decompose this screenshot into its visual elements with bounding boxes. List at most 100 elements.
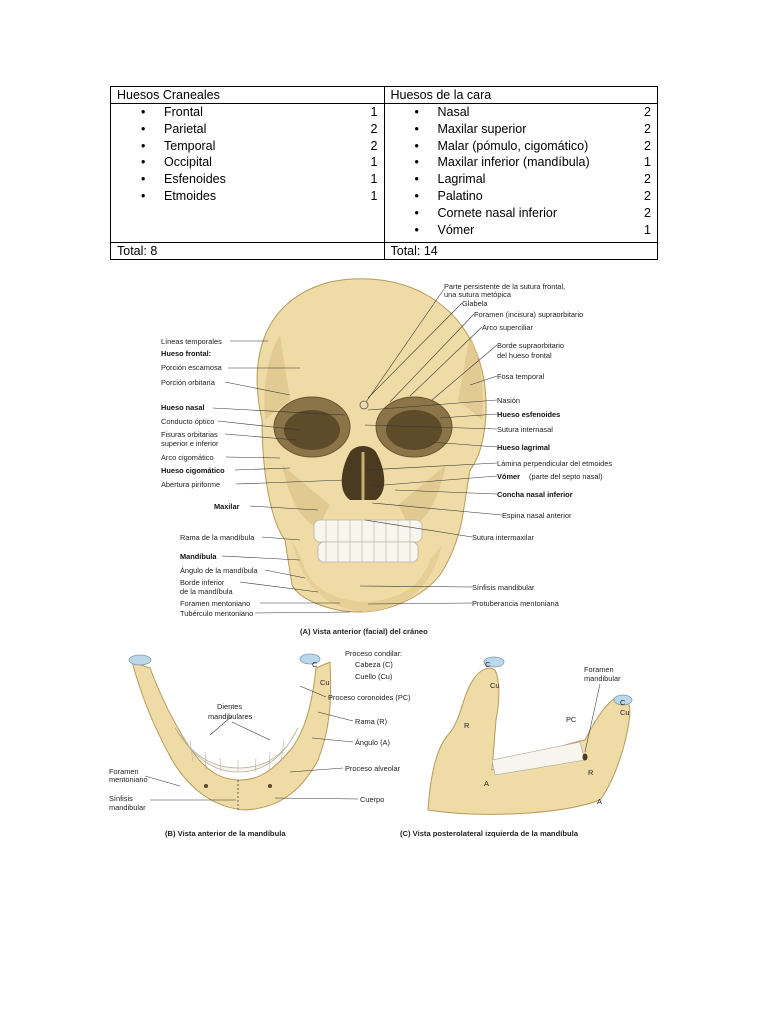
mandible-anterior-labels: Proceso condilar:Cabeza (C)Cuello (Cu)Pr… — [109, 649, 411, 812]
cranial-bone-name: Parietal — [164, 121, 207, 136]
cranial-bone-count: 2 — [370, 121, 378, 136]
skull-label-left: Porción orbitaria — [161, 378, 216, 387]
mandible-posterolateral-label: A — [484, 779, 489, 788]
skull-label-left: Arco cigomático — [161, 453, 214, 462]
mandible-anterior-label: Proceso coronoides (PC) — [328, 693, 411, 702]
bullet-icon: • — [141, 105, 146, 119]
face-bone-item: •Malar (pómulo, cigomático)2 — [391, 138, 652, 155]
skull-label-left: de la mandíbula — [180, 587, 233, 596]
bullet-icon: • — [141, 188, 146, 203]
cranial-bone-name: Esfenoides — [164, 172, 226, 187]
cranial-bone-name: Occipital — [164, 155, 212, 170]
leader-line — [224, 381, 291, 396]
mandible-anterior-label: mentoniano — [109, 775, 148, 784]
leader-line — [364, 519, 473, 538]
mandible-posterolateral-label: PC — [566, 715, 577, 724]
face-bone-count: 2 — [644, 172, 651, 187]
leader-line — [235, 479, 346, 485]
skull-label-left: Líneas temporales — [161, 337, 222, 346]
mandible-posterolateral-label: Foramen — [584, 665, 614, 674]
skull-label-right: del hueso frontal — [497, 351, 552, 360]
cranial-header: Huesos Craneales — [110, 86, 385, 104]
skull-label-left: Tubérculo mentoniano — [180, 609, 253, 618]
bullet-icon: • — [141, 172, 146, 187]
skull-label-left: Maxilar — [214, 502, 240, 511]
mandible-posterolateral-label: R — [464, 721, 469, 730]
skull-label-left: Foramen mentoniano — [180, 599, 250, 608]
skull-label-right: Hueso lagrimal — [497, 443, 550, 452]
mandible-anterior-label: Proceso alveolar — [345, 764, 401, 773]
face-bone-name: Vómer — [437, 222, 475, 237]
leader-line — [239, 581, 319, 593]
skull-label-left: Borde inferior — [180, 578, 225, 587]
leader-line — [261, 536, 301, 541]
leader-line — [431, 344, 498, 401]
bullet-icon: • — [414, 105, 419, 119]
leader-line — [217, 420, 301, 431]
cranial-bone-name: Frontal — [164, 105, 203, 119]
skull-label-left: Porción escamosa — [161, 363, 223, 372]
face-bone-count: 2 — [644, 121, 651, 136]
mandible-anterior-label: Cabeza (C) — [355, 660, 393, 669]
figure-a-caption: (A) Vista anterior (facial) del cráneo — [300, 627, 428, 636]
bullet-icon: • — [141, 155, 146, 170]
leader-line — [299, 685, 327, 698]
mandible-posterolateral-illustration — [427, 656, 633, 815]
leader-line — [249, 505, 319, 511]
leader-line — [409, 326, 483, 397]
skull-label-left: Hueso nasal — [161, 403, 205, 412]
leader-line — [254, 611, 351, 614]
leader-line — [144, 775, 181, 787]
skull-label-left: Mandíbula — [180, 552, 217, 561]
skull-label-right: (parte del septo nasal) — [529, 472, 603, 481]
leader-line — [367, 602, 473, 605]
mandible-anterior-label: Cuello (Cu) — [355, 672, 392, 681]
mandible-anterior-label: C — [312, 660, 318, 669]
skull-label-right: Nasión — [497, 396, 520, 405]
mandible-anterior-label: Sínfisis — [109, 794, 133, 803]
skull-label-left: Hueso cigomático — [161, 466, 225, 475]
face-bone-count: 2 — [644, 205, 651, 220]
leader-line — [365, 288, 445, 403]
leader-line — [584, 683, 601, 753]
leader-line — [394, 489, 498, 495]
mandible-anterior-label: Dientes — [217, 702, 242, 711]
bones-table: Huesos Craneales Huesos de la cara • Fron… — [110, 86, 658, 261]
mandible-anterior-label: mandibular — [109, 803, 146, 812]
skull-illustration — [256, 278, 487, 613]
leader-line — [289, 767, 344, 773]
cranial-total: Total: 8 — [110, 242, 385, 261]
skull-label-right: Protuberancia mentoniana — [472, 599, 560, 608]
leader-line — [212, 407, 346, 416]
face-bone-count: 2 — [644, 105, 651, 119]
cranial-bone-count: 2 — [370, 138, 378, 153]
leader-line — [367, 302, 463, 399]
face-bone-name: Maxilar inferior (mandíbula) — [437, 155, 590, 170]
face-bone-name: Malar (pómulo, cigomático) — [437, 138, 589, 153]
skull-label-left: Rama de la mandíbula — [180, 533, 255, 542]
face-header: Huesos de la cara — [383, 86, 658, 104]
leader-line — [311, 737, 354, 743]
leader-line — [469, 375, 498, 386]
leader-line — [234, 467, 291, 471]
mandible-anterior-label: Cu — [320, 678, 329, 687]
skull-label-left: Ángulo de la mandíbula — [180, 566, 259, 575]
mandible-posterolateral-label: Cu — [490, 681, 499, 690]
face-bone-name: Cornete nasal inferior — [437, 205, 558, 220]
face-bone-count: 1 — [644, 155, 651, 170]
mandible-anterior-label: Rama (R) — [355, 717, 387, 726]
bullet-icon: • — [414, 222, 419, 237]
leader-line — [274, 797, 359, 800]
leader-line — [359, 585, 473, 588]
